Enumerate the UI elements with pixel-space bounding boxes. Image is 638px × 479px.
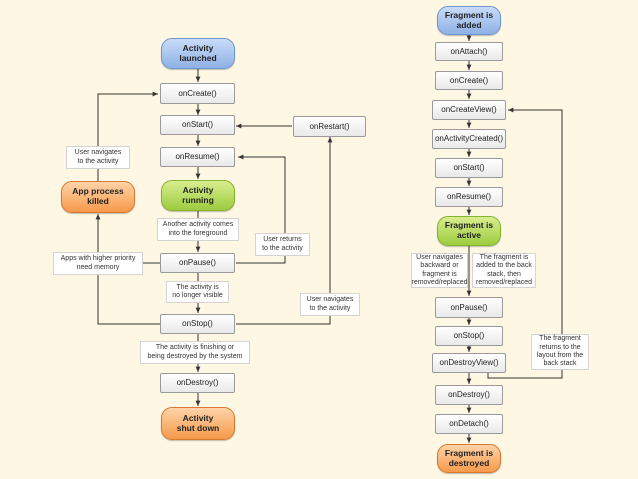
- activity-onstart-box: onStart(): [160, 115, 235, 135]
- activity-onstop-box: onStop(): [160, 314, 235, 334]
- arrow-onpause-to-onresume: [236, 154, 286, 264]
- arrow-onstop-to-processkilled: [95, 214, 160, 325]
- note-another-activity: Another activity comes into the foregrou…: [157, 218, 239, 241]
- activity-ondestroy-box: onDestroy(): [160, 373, 235, 393]
- note-added-to-back-stack: The fragment is added to the back stack,…: [472, 253, 536, 288]
- activity-onrestart-box: onRestart(): [293, 116, 366, 137]
- app-process-killed-state: App process killed: [61, 181, 135, 213]
- activity-shutdown-state: Activity shut down: [161, 407, 235, 440]
- note-no-longer-visible: The activity is no longer visible: [166, 281, 229, 303]
- fragment-oncreateview-box: onCreateView(): [432, 100, 506, 120]
- note-returns-from-back-stack: The fragment returns to the layout from …: [531, 334, 589, 370]
- fragment-onstop-box: onStop(): [435, 326, 503, 346]
- fragment-active-state: Fragment is active: [437, 216, 501, 246]
- activity-running-state: Activity running: [161, 180, 235, 211]
- activity-onresume-box: onResume(): [160, 147, 235, 167]
- arrow-f-backstack-to-oncreateview: [487, 107, 563, 379]
- fragment-onpause-box: onPause(): [435, 297, 503, 318]
- fragment-ondetach-box: onDetach(): [435, 414, 503, 434]
- activity-oncreate-box: onCreate(): [160, 83, 235, 104]
- fragment-onresume-box: onResume(): [435, 187, 503, 207]
- note-user-navigates-backward: User navigates backward or fragment is r…: [411, 253, 468, 288]
- fragment-ondestroy-box: onDestroy(): [435, 385, 503, 405]
- activity-onpause-box: onPause(): [160, 253, 235, 273]
- fragment-destroyed-state: Fragment is destroyed: [437, 444, 501, 473]
- fragment-oncreate-box: onCreate(): [435, 71, 503, 90]
- fragment-onattach-box: onAttach(): [435, 42, 503, 61]
- note-user-navigates-right: User navigates to the activity: [300, 293, 360, 316]
- note-user-navigates-left: User navigates to the activity: [66, 146, 130, 169]
- note-finishing-or-destroyed: The activity is finishing or being destr…: [140, 341, 250, 364]
- activity-launched-state: Activity launched: [161, 38, 235, 69]
- fragment-onactivitycreated-box: onActivityCreated(): [432, 129, 506, 149]
- arrow-onstop-to-onrestart: [236, 137, 333, 325]
- note-user-returns: User returns to the activity: [255, 233, 310, 256]
- note-higher-priority-apps: Apps with higher priority need memory: [53, 252, 143, 275]
- fragment-onstart-box: onStart(): [435, 158, 503, 178]
- fragment-ondestroyview-box: onDestroyView(): [432, 353, 506, 373]
- fragment-added-state: Fragment is added: [437, 6, 501, 35]
